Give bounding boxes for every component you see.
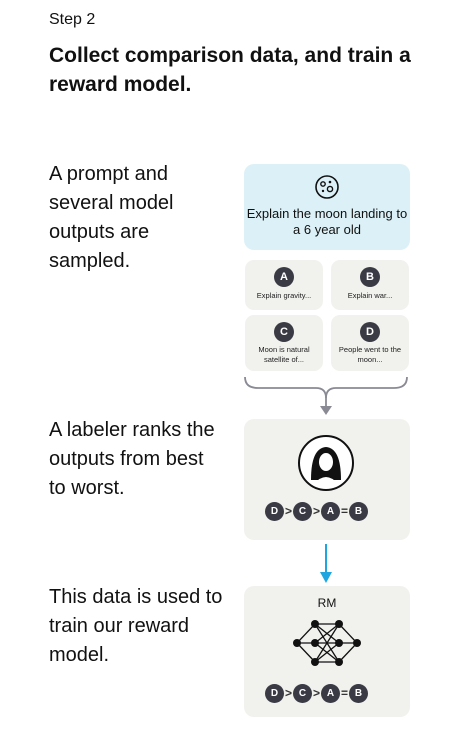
output-letter-badge: D xyxy=(360,322,380,342)
rank-badge: D xyxy=(265,683,284,703)
section-training-text: This data is used to train our reward mo… xyxy=(49,586,223,666)
output-text: Explain gravity... xyxy=(256,291,312,300)
section-sampling-text: A prompt and several model outputs are s… xyxy=(49,163,174,272)
page-title: Collect comparison data, and train a rew… xyxy=(49,44,411,96)
step-label: Step 2 xyxy=(49,11,96,28)
ranking-reward-model: D > C > A = B xyxy=(265,683,368,703)
rank-badge: C xyxy=(293,501,312,521)
prompt-box xyxy=(244,164,410,250)
output-card-d: D People went to the moon... xyxy=(331,315,409,371)
output-letter-badge: C xyxy=(274,322,294,342)
rank-badge: B xyxy=(349,683,368,703)
prompt-text: Explain the moon landing to a 6 year old xyxy=(246,206,408,237)
bracket-arrow-icon xyxy=(244,376,408,415)
rank-operator: > xyxy=(312,686,320,700)
moon-icon xyxy=(315,175,339,199)
labeler-avatar-icon xyxy=(298,435,354,491)
output-text: Moon is natural satellite of... xyxy=(258,345,310,364)
rank-badge: A xyxy=(321,501,340,521)
rank-operator: > xyxy=(284,686,292,700)
rank-badge: D xyxy=(265,501,284,521)
output-card-a: A Explain gravity... xyxy=(245,260,323,310)
rank-operator: > xyxy=(284,504,292,518)
rank-badge: C xyxy=(293,683,312,703)
output-text: Explain war... xyxy=(347,291,393,300)
rank-badge: B xyxy=(349,501,368,521)
output-text: People went to the moon... xyxy=(338,345,402,364)
rank-operator: = xyxy=(340,686,348,700)
section-ranking-text: A labeler ranks the outputs from best to… xyxy=(49,419,215,499)
output-letter-badge: A xyxy=(274,267,294,287)
rank-operator: > xyxy=(312,504,320,518)
output-card-b: B Explain war... xyxy=(331,260,409,310)
neural-network-icon xyxy=(293,620,361,666)
reward-model-label: RM xyxy=(317,596,337,610)
output-letter-badge: B xyxy=(360,267,380,287)
rank-operator: = xyxy=(340,504,348,518)
output-card-c: C Moon is natural satellite of... xyxy=(245,315,323,371)
rank-badge: A xyxy=(321,683,340,703)
down-arrow-icon xyxy=(320,544,332,583)
ranking-labeler: D > C > A = B xyxy=(265,501,368,521)
